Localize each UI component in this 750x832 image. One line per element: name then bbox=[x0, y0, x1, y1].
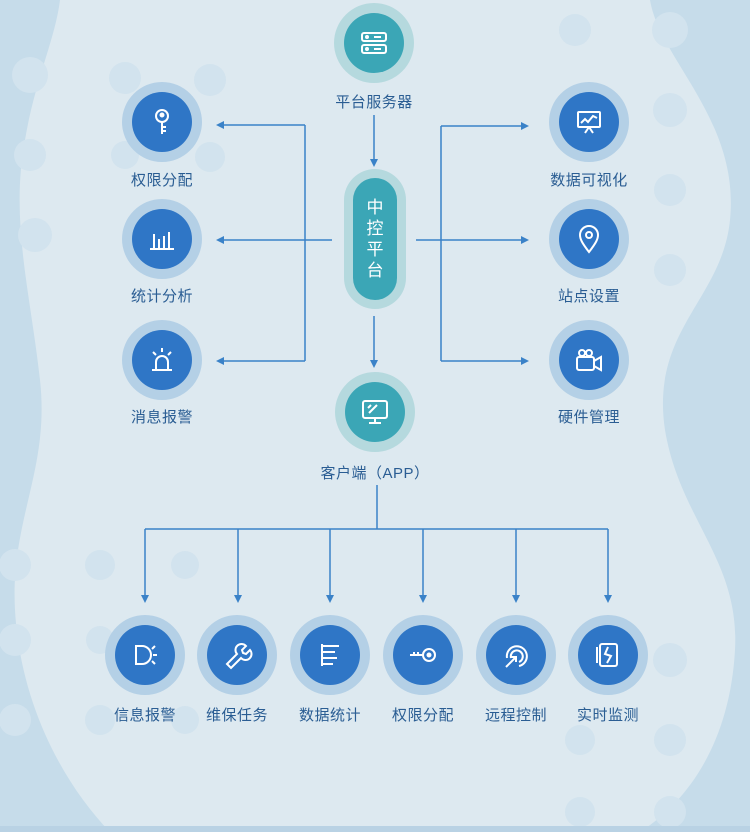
bottom-label-monitoring: 实时监测 bbox=[576, 707, 639, 724]
bottom-label-data-stats: 数据统计 bbox=[298, 707, 361, 724]
center-char: 中 bbox=[366, 198, 384, 217]
right-node-site bbox=[549, 199, 629, 279]
server-label: 平台服务器 bbox=[335, 94, 413, 111]
right-label-hardware: 硬件管理 bbox=[557, 409, 620, 426]
bottom-label-permission: 权限分配 bbox=[391, 707, 454, 724]
bottom-node-maintenance bbox=[197, 615, 277, 695]
stats-bars-icon bbox=[321, 644, 339, 666]
bar-chart-icon bbox=[150, 232, 174, 250]
bottom-node-info-alarm bbox=[105, 615, 185, 695]
bottom-label-info-alarm: 信息报警 bbox=[113, 707, 176, 724]
server-node bbox=[334, 3, 414, 83]
bottom-node-monitoring bbox=[568, 615, 648, 695]
presentation-chart-icon bbox=[577, 111, 601, 134]
left-node-statistics bbox=[122, 199, 202, 279]
center-char: 平 bbox=[366, 240, 384, 259]
client-label: 客户端（APP） bbox=[320, 465, 430, 482]
left-node-permission bbox=[122, 82, 202, 162]
right-node-visualization bbox=[549, 82, 629, 162]
client-node bbox=[335, 372, 415, 452]
headlight-icon bbox=[135, 645, 157, 665]
right-node-hardware bbox=[549, 320, 629, 400]
center-char: 台 bbox=[366, 261, 384, 280]
monitoring-icon bbox=[596, 643, 618, 667]
key-icon bbox=[155, 109, 169, 134]
right-label-visualization: 数据可视化 bbox=[550, 172, 628, 189]
key-icon bbox=[410, 648, 436, 662]
center-char: 控 bbox=[366, 219, 384, 238]
video-camera-icon bbox=[576, 349, 602, 372]
left-label-alarm: 消息报警 bbox=[130, 409, 193, 426]
bottom-label-maintenance: 维保任务 bbox=[205, 707, 268, 724]
center-platform: 中 控 平 台 bbox=[344, 169, 406, 309]
bottom-node-data-stats bbox=[290, 615, 370, 695]
server-icon bbox=[361, 32, 387, 54]
bottom-node-remote bbox=[476, 615, 556, 695]
location-pin-icon bbox=[578, 225, 600, 254]
monitor-icon bbox=[362, 400, 388, 424]
left-label-permission: 权限分配 bbox=[130, 172, 193, 189]
bottom-label-remote: 远程控制 bbox=[484, 707, 547, 724]
bottom-node-permission bbox=[383, 615, 463, 695]
left-node-alarm bbox=[122, 320, 202, 400]
remote-signal-icon bbox=[505, 645, 528, 668]
wrench-icon bbox=[225, 643, 253, 670]
alarm-light-icon bbox=[152, 348, 172, 371]
right-label-site: 站点设置 bbox=[557, 288, 620, 305]
left-label-statistics: 统计分析 bbox=[130, 288, 193, 305]
